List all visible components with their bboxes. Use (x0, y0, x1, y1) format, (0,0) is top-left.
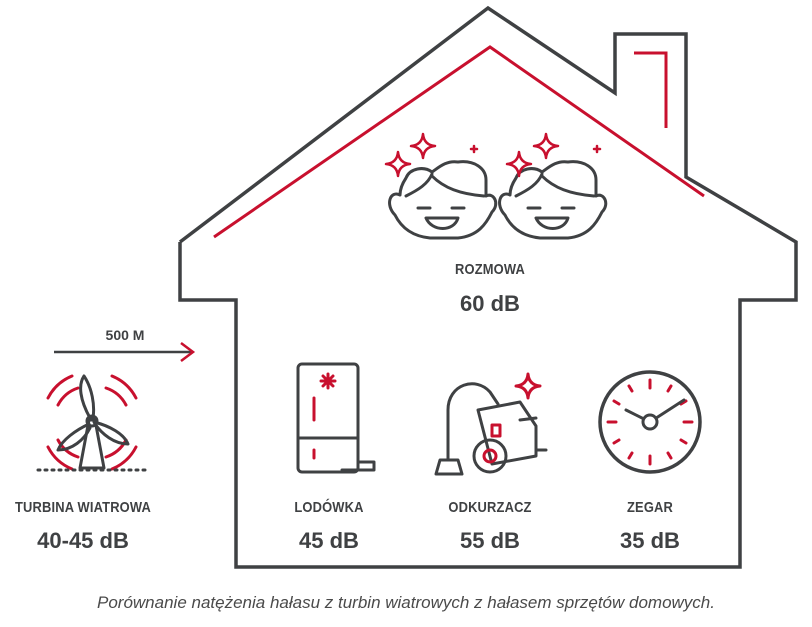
clock-icon (598, 370, 702, 474)
lodowka-value: 45 dB (299, 528, 359, 553)
odkurzacz-value: 55 dB (460, 528, 520, 553)
figure-caption: Porównanie natężenia hałasu z turbin wia… (97, 593, 715, 612)
rozmowa-value: 60 dB (460, 291, 520, 316)
sparkle-icon (384, 132, 602, 178)
sound-waves (46, 374, 138, 471)
two-faces-icon (384, 132, 608, 240)
house-outline (178, 5, 798, 569)
wind-turbine-icon (36, 374, 148, 472)
roof-accent (213, 45, 705, 239)
zegar-label: ZEGAR (626, 499, 674, 516)
face-right (498, 160, 608, 240)
odkurzacz-label: ODKURZACZ (448, 499, 532, 516)
zegar-value: 35 dB (620, 528, 680, 553)
rozmowa-label: ROZMOWA (454, 261, 525, 278)
distance-label: 500 M (105, 327, 145, 343)
vacuum-cleaner-icon (434, 372, 548, 476)
lodowka-label: LODÓWKA (294, 499, 364, 516)
face-left (388, 160, 498, 240)
fridge-icon (296, 362, 376, 474)
turbina-value: 40-45 dB (37, 528, 129, 553)
turbina-label: TURBINA WIATROWA (14, 499, 152, 516)
distance-arrow (54, 342, 196, 362)
